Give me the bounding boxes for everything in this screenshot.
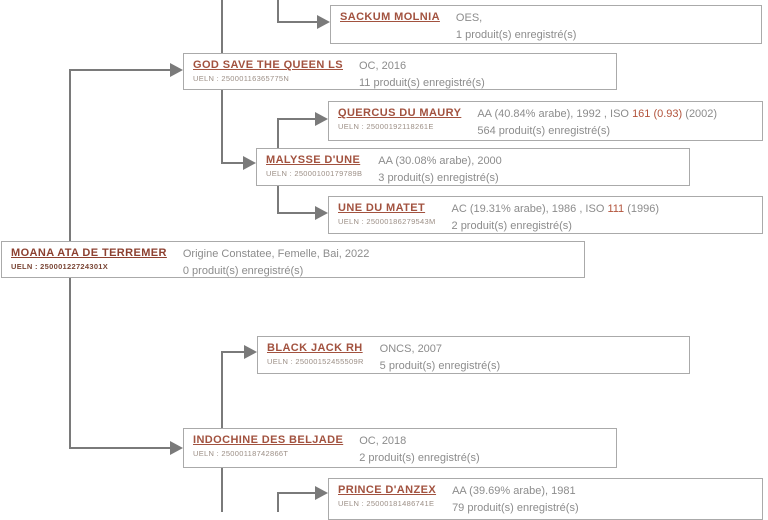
connector-line — [221, 88, 223, 164]
connector-line — [277, 118, 279, 148]
connector-line — [69, 447, 172, 449]
info-text: AA (39.69% arabe), 1981 — [452, 485, 576, 497]
info-column: OC, 2018 2 produit(s) enregistré(s) — [359, 434, 607, 465]
info-column: OC, 2016 11 produit(s) enregistré(s) — [359, 59, 607, 90]
info-column: ONCS, 2007 5 produit(s) enregistré(s) — [380, 342, 680, 373]
arrowhead-icon — [170, 63, 183, 77]
arrowhead-icon — [315, 206, 328, 220]
iso-value: 161 (0.93) — [632, 108, 683, 120]
name-column: INDOCHINE DES BELJADE UELN : 25000118742… — [193, 434, 343, 459]
horse-name-link[interactable]: BLACK JACK RH — [267, 342, 363, 354]
connector-line — [277, 21, 319, 23]
ueln-label: UELN : 25000192118261E — [338, 122, 434, 131]
info-column: AA (39.69% arabe), 1981 79 produit(s) en… — [452, 484, 753, 515]
connector-line — [221, 466, 223, 512]
pedigree-box-malysse-dune: MALYSSE D'UNE UELN : 25000100179789B AA … — [256, 148, 690, 186]
name-column: MOANA ATA DE TERREMER UELN : 25000122724… — [11, 247, 167, 272]
ueln-label: UELN : 25000118742866T — [193, 449, 289, 458]
horse-name-link[interactable]: SACKUM MOLNIA — [340, 11, 440, 23]
horse-name-link[interactable]: QUERCUS DU MAURY — [338, 107, 462, 119]
ueln-label: UELN : 25000186279543M — [338, 217, 436, 226]
info-column: Origine Constatee, Femelle, Bai, 2022 0 … — [183, 247, 575, 278]
info-text: (2002) — [682, 108, 718, 120]
ueln-label: UELN : 25000181486741E — [338, 499, 435, 508]
info-text: Origine Constatee, Femelle, Bai, 2022 — [182, 248, 370, 260]
ueln-label: UELN : 25000122724301X — [11, 262, 109, 271]
horse-info-line: ONCS, 2007 — [380, 342, 680, 356]
horse-name-link[interactable]: GOD SAVE THE QUEEN LS — [193, 59, 343, 71]
info-text: ONCS, 2007 — [379, 343, 443, 355]
connector-line — [277, 492, 317, 494]
horse-info-line: OC, 2016 — [359, 59, 607, 73]
horse-name-link[interactable]: MALYSSE D'UNE — [266, 154, 361, 166]
connector-line — [277, 184, 279, 213]
product-count-label: 2 produit(s) enregistré(s) — [359, 452, 480, 464]
connector-line — [221, 351, 246, 353]
pedigree-box-prince-danzex: PRINCE D'ANZEX UELN : 25000181486741E AA… — [328, 478, 763, 520]
connector-line — [277, 492, 279, 512]
horse-info-line: AA (30.08% arabe), 2000 — [378, 154, 680, 168]
product-count-label: 2 produit(s) enregistré(s) — [451, 220, 572, 232]
product-count-label: 5 produit(s) enregistré(s) — [379, 360, 501, 372]
product-count-label: 3 produit(s) enregistré(s) — [378, 172, 499, 184]
product-count-label: 79 produit(s) enregistré(s) — [452, 502, 579, 514]
info-text: AA (40.84% arabe), 1992 , ISO — [477, 108, 633, 120]
connector-line — [277, 212, 317, 214]
name-column: MALYSSE D'UNE UELN : 25000100179789B — [266, 154, 362, 179]
pedigree-box-indochine-des-beljade: INDOCHINE DES BELJADE UELN : 25000118742… — [183, 428, 617, 468]
connector-line — [221, 352, 223, 428]
horse-name-link[interactable]: INDOCHINE DES BELJADE — [193, 434, 344, 446]
arrowhead-icon — [244, 345, 257, 359]
info-column: OES, 1 produit(s) enregistré(s) — [456, 11, 752, 42]
name-column: GOD SAVE THE QUEEN LS UELN : 25000116365… — [193, 59, 343, 84]
info-text: OC, 2018 — [359, 435, 407, 447]
pedigree-box-black-jack-rh: BLACK JACK RH UELN : 25000152455509R ONC… — [257, 336, 690, 374]
info-text: AA (30.08% arabe), 2000 — [378, 155, 502, 167]
info-column: AA (30.08% arabe), 2000 3 produit(s) enr… — [378, 154, 680, 185]
connector-line — [277, 118, 317, 120]
info-text: (1996) — [624, 203, 660, 215]
horse-info-line: AC (19.31% arabe), 1986 , ISO 111 (1996) — [452, 202, 753, 216]
arrowhead-icon — [315, 112, 328, 126]
pedigree-box-quercus-du-maury: QUERCUS DU MAURY UELN : 25000192118261E … — [328, 101, 763, 141]
pedigree-box-sackum-molnia: SACKUM MOLNIA OES, 1 produit(s) enregist… — [330, 5, 762, 44]
info-column: AA (40.84% arabe), 1992 , ISO 161 (0.93)… — [477, 107, 753, 138]
horse-name-link[interactable]: MOANA ATA DE TERREMER — [11, 247, 167, 259]
info-column: AC (19.31% arabe), 1986 , ISO 111 (1996)… — [452, 202, 753, 233]
connector-line — [221, 0, 223, 53]
info-text: OES, — [455, 12, 483, 24]
connector-line — [221, 162, 245, 164]
pedigree-box-god-save-the-queen-ls: GOD SAVE THE QUEEN LS UELN : 25000116365… — [183, 53, 617, 90]
info-text: OC, 2016 — [359, 60, 407, 72]
pedigree-box-une-du-matet: UNE DU MATET UELN : 25000186279543M AC (… — [328, 196, 763, 234]
arrowhead-icon — [317, 15, 330, 29]
name-column: BLACK JACK RH UELN : 25000152455509R — [267, 342, 364, 367]
arrowhead-icon — [315, 486, 328, 500]
product-count-label: 564 produit(s) enregistré(s) — [477, 125, 611, 137]
ueln-label: UELN : 25000116365775N — [193, 74, 290, 83]
horse-info-line: Origine Constatee, Femelle, Bai, 2022 — [183, 247, 575, 261]
horse-info-line: OES, — [456, 11, 752, 25]
info-text: AC (19.31% arabe), 1986 , ISO — [451, 203, 608, 215]
product-count-label: 1 produit(s) enregistré(s) — [455, 29, 577, 41]
product-count-label: 0 produit(s) enregistré(s) — [182, 265, 304, 277]
horse-name-link[interactable]: PRINCE D'ANZEX — [338, 484, 437, 496]
arrowhead-icon — [170, 441, 183, 455]
name-column: UNE DU MATET UELN : 25000186279543M — [338, 202, 436, 227]
horse-name-link[interactable]: UNE DU MATET — [338, 202, 426, 214]
name-column: QUERCUS DU MAURY UELN : 25000192118261E — [338, 107, 461, 132]
horse-info-line: AA (39.69% arabe), 1981 — [452, 484, 753, 498]
connector-line — [277, 0, 279, 22]
horse-info-line: AA (40.84% arabe), 1992 , ISO 161 (0.93)… — [477, 107, 753, 121]
name-column: PRINCE D'ANZEX UELN : 25000181486741E — [338, 484, 436, 509]
horse-info-line: OC, 2018 — [359, 434, 607, 448]
product-count-label: 11 produit(s) enregistré(s) — [359, 77, 485, 89]
pedigree-box-moana-ata-de-terremer: MOANA ATA DE TERREMER UELN : 25000122724… — [1, 241, 585, 278]
name-column: SACKUM MOLNIA — [340, 11, 440, 25]
arrowhead-icon — [243, 156, 256, 170]
connector-line — [69, 69, 172, 71]
ueln-label: UELN : 25000100179789B — [266, 169, 363, 178]
iso-value: 111 — [607, 203, 625, 215]
ueln-label: UELN : 25000152455509R — [267, 357, 364, 366]
